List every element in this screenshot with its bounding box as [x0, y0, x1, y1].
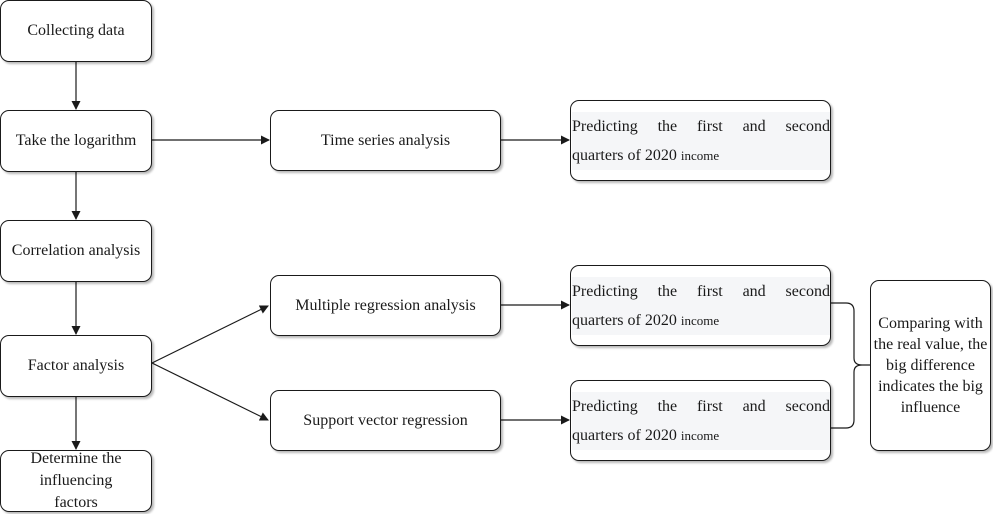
prediction-quarters: quarters of 2020	[572, 311, 677, 329]
prediction-word: and	[742, 397, 766, 415]
prediction-word: the	[657, 397, 678, 415]
prediction-word: second	[785, 282, 830, 300]
prediction-word: first	[696, 397, 723, 415]
prediction-quarters: quarters of 2020	[572, 426, 677, 444]
step-determine-factors-label: Determine the influencing factors	[30, 450, 122, 511]
prediction-line-1: Predicting the first and second	[572, 277, 830, 306]
bracket-connector	[831, 302, 870, 429]
comparison-label: Comparing with the real value, the big d…	[873, 315, 988, 416]
arrow-factor-to-multiple-regression	[151, 305, 269, 364]
prediction-word: the	[657, 282, 678, 300]
prediction-word: Predicting	[572, 397, 638, 415]
prediction-word: first	[696, 282, 723, 300]
prediction-word: and	[742, 117, 766, 135]
method-multiple-regression-label: Multiple regression analysis	[295, 296, 476, 314]
step-correlation-analysis-label: Correlation analysis	[11, 242, 141, 259]
prediction-text-block: Predicting the first and second quarters…	[572, 276, 830, 335]
comparison-box: Comparing with the real value, the big d…	[870, 280, 991, 451]
prediction-line-1: Predicting the first and second	[572, 112, 830, 141]
prediction-text-block: Predicting the first and second quarters…	[572, 111, 830, 170]
step-collecting-data-label: Collecting data	[27, 22, 125, 39]
prediction-word: second	[785, 397, 830, 415]
method-time-series-label: Time series analysis	[320, 131, 451, 149]
method-svr-label: Support vector regression	[303, 411, 468, 429]
prediction-unit: income	[680, 312, 720, 328]
prediction-box-multiple-regression: Predicting the first and second quarters…	[570, 265, 831, 346]
arrow-factor-to-svr	[151, 362, 269, 421]
prediction-box-time-series: Predicting the first and second quarters…	[570, 100, 831, 181]
step-factor-analysis-label: Factor analysis	[27, 357, 125, 374]
step-determine-factors: Determine the influencing factors	[0, 450, 152, 512]
step-collecting-data: Collecting data	[0, 0, 152, 62]
method-support-vector-regression: Support vector regression	[270, 390, 501, 451]
prediction-word: first	[696, 117, 723, 135]
prediction-line-2: quarters of 2020 income	[572, 421, 830, 450]
prediction-word: Predicting	[572, 282, 638, 300]
prediction-word: the	[657, 117, 678, 135]
prediction-word: Predicting	[572, 117, 638, 135]
method-time-series: Time series analysis	[270, 110, 501, 171]
step-factor-analysis: Factor analysis	[0, 335, 152, 397]
prediction-unit: income	[680, 427, 720, 443]
prediction-text-block: Predicting the first and second quarters…	[572, 391, 830, 450]
prediction-word: and	[742, 282, 766, 300]
step-correlation-analysis: Correlation analysis	[0, 220, 152, 282]
prediction-line-1: Predicting the first and second	[572, 392, 830, 421]
prediction-line-2: quarters of 2020 income	[572, 306, 830, 335]
method-multiple-regression: Multiple regression analysis	[270, 275, 501, 336]
step-take-logarithm: Take the logarithm	[0, 110, 152, 172]
prediction-word: second	[785, 117, 830, 135]
prediction-box-svr: Predicting the first and second quarters…	[570, 380, 831, 461]
prediction-quarters: quarters of 2020	[572, 146, 677, 164]
prediction-unit: income	[680, 147, 720, 163]
prediction-line-2: quarters of 2020 income	[572, 141, 830, 170]
step-take-logarithm-label: Take the logarithm	[15, 132, 137, 149]
